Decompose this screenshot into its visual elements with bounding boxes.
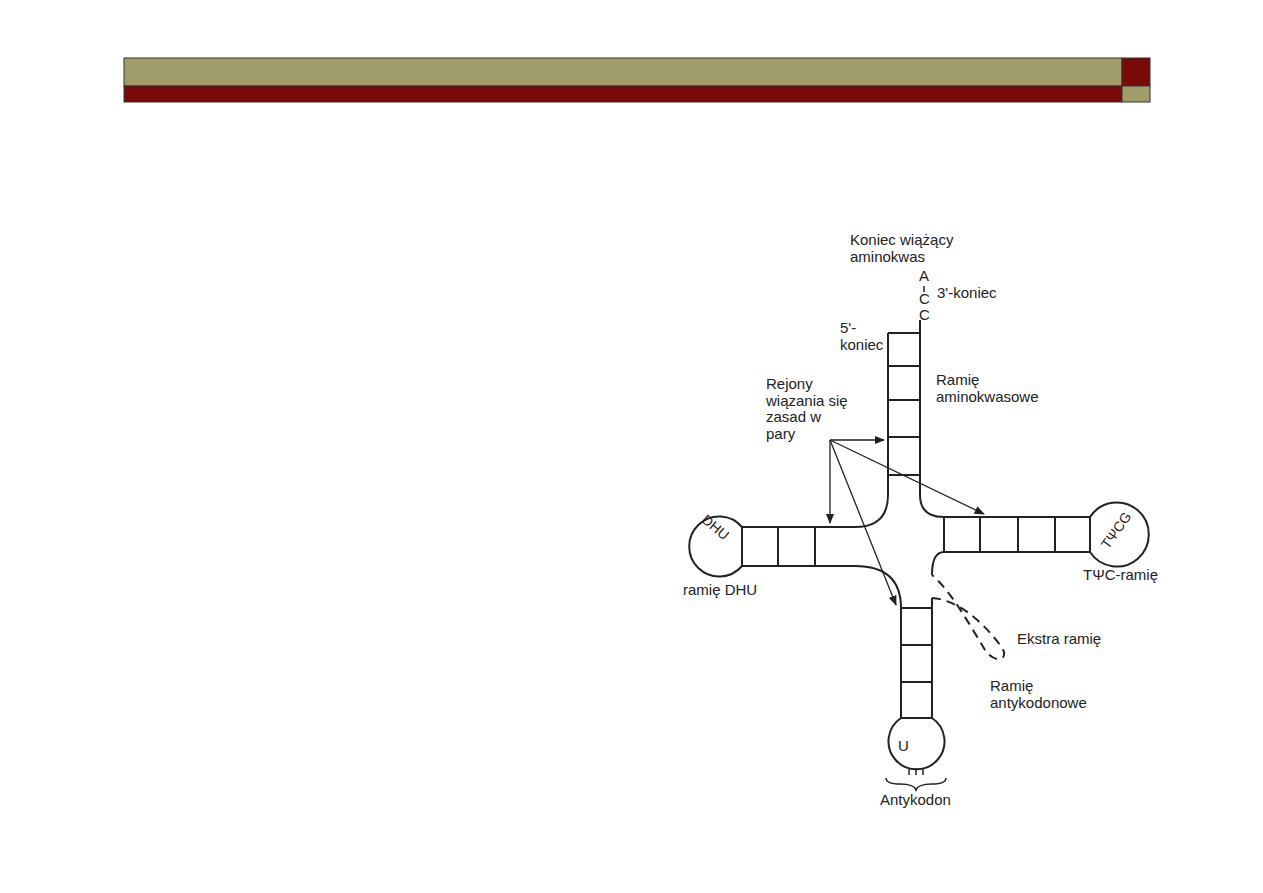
base-letter: C: [919, 291, 930, 308]
arm-label: TΨC-ramię: [1083, 567, 1158, 584]
arm-label: Ekstra ramię: [1017, 631, 1101, 648]
anticodon-label: Antykodon: [880, 792, 951, 809]
base-letter: A: [919, 268, 929, 285]
loop-label: TΨCG: [1098, 509, 1134, 552]
note-label: Rejony wiązania się zasad w pary: [766, 376, 852, 442]
arm-label: ramię DHU: [683, 582, 757, 599]
arm-label: Ramię antykodonowe: [990, 678, 1102, 711]
end-label: 3'-koniec: [937, 285, 997, 302]
end-label: 5'- koniec: [840, 320, 886, 353]
end-label: Koniec wiążący aminokwas: [850, 232, 962, 265]
base-letter: U: [898, 738, 909, 755]
header-bar: [124, 58, 1150, 102]
trna-structure: [689, 286, 1149, 790]
base-letter: C: [919, 307, 930, 324]
arm-label: Ramię aminokwasowe: [936, 372, 1048, 405]
